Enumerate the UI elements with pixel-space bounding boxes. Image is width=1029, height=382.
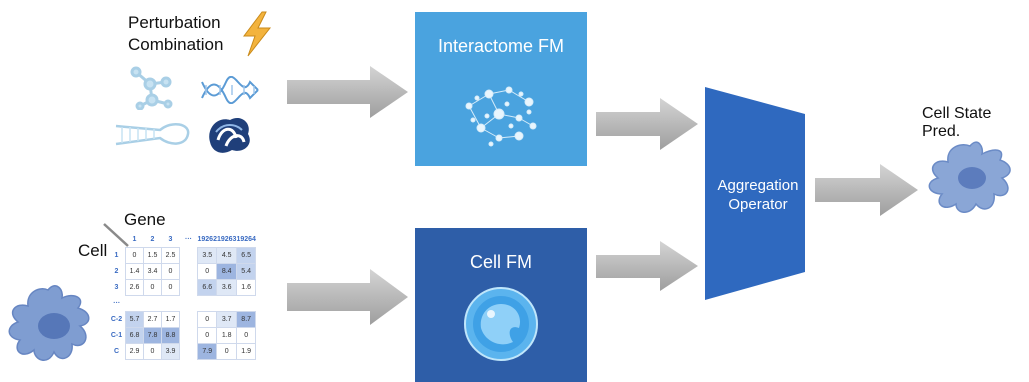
aggregation-operator-label: Aggregation Operator (717, 177, 799, 213)
matrix-cell (180, 264, 198, 280)
matrix-col-header: 19264 (236, 236, 256, 243)
matrix-col-header: 3 (168, 236, 173, 243)
matrix-cell: 2.6 (125, 279, 144, 296)
matrix-cell: 1.9 (235, 343, 257, 360)
matrix-row-label: ··· (113, 300, 121, 307)
matrix-cell: 6.8 (125, 327, 144, 344)
matrix-cell: 0 (216, 343, 237, 360)
matrix-cell: 2.9 (125, 343, 144, 360)
matrix-cell: 0 (196, 327, 218, 344)
matrix-cell: 7.9 (196, 343, 218, 360)
input-cell-icon (8, 285, 90, 361)
matrix-col-header (108, 232, 126, 248)
matrix-col-header: ··· (185, 236, 192, 244)
matrix-cell: 1.4 (125, 263, 144, 280)
cell-fm-icon (464, 287, 538, 361)
molecule-icon (130, 66, 173, 110)
interactome-fm-title: Interactome FM (437, 36, 565, 56)
arrow-perturbation-to-interactome (287, 66, 408, 118)
matrix-col-header: 19262 (197, 236, 217, 243)
matrix-cell (180, 312, 198, 328)
matrix-cell: 0 (235, 327, 257, 344)
matrix-cell: 0 (196, 263, 218, 280)
matrix-cell: 3.4 (143, 263, 162, 280)
matrix-cell (180, 344, 198, 360)
matrix-cell: 2.7 (143, 311, 162, 328)
interactome-fm-box: Interactome FM (415, 12, 587, 166)
matrix-cell (198, 296, 217, 312)
matrix-cell: 3.6 (216, 279, 237, 296)
matrix-cell: 5.4 (235, 263, 257, 280)
matrix-cell (236, 296, 255, 312)
matrix-corner-divider (103, 223, 129, 247)
matrix-cell: 2.5 (161, 247, 180, 264)
matrix-row-label: C-1 (110, 332, 123, 339)
cell-fm-title: Cell FM (470, 252, 532, 272)
matrix-cell: 1.6 (235, 279, 257, 296)
dna-icon (201, 76, 259, 104)
matrix-cell: 8.4 (216, 263, 237, 280)
matrix-col-header: 2 (150, 236, 155, 243)
output-cell-icon (928, 141, 1011, 213)
matrix-row-label: 3 (114, 284, 119, 291)
matrix-cell: 6.6 (196, 279, 218, 296)
matrix-cell (162, 296, 180, 312)
matrix-cell: 0 (161, 279, 180, 296)
matrix-cell (126, 296, 144, 312)
matrix-cell (180, 296, 198, 312)
matrix-cell: 0 (125, 247, 144, 264)
rna-hairpin-icon (115, 122, 190, 146)
protein-icon (209, 117, 250, 153)
matrix-cell (144, 296, 162, 312)
aggregation-operator-shape (705, 87, 805, 300)
matrix-cell: 0 (143, 343, 162, 360)
matrix-cell: 8.7 (235, 311, 257, 328)
arrow-interactome-to-aggregation (596, 98, 698, 150)
matrix-row-label: C (113, 348, 120, 355)
matrix-cell: 3.7 (216, 311, 237, 328)
matrix-row: ··· (108, 296, 256, 312)
matrix-cell: 3.5 (196, 247, 218, 264)
matrix-cell: 4.5 (216, 247, 237, 264)
matrix-cell: 8.8 (161, 327, 180, 344)
network-icon (465, 86, 537, 147)
matrix-row-label: 2 (114, 268, 119, 275)
matrix-gene-label: Gene (124, 210, 166, 229)
matrix-cell-label: Cell (78, 241, 108, 260)
matrix-cell: 7.8 (143, 327, 162, 344)
arrow-matrix-to-cellfm (287, 269, 408, 325)
matrix-row-label: C-2 (110, 316, 123, 323)
matrix-cell: 5.7 (125, 311, 144, 328)
lightning-icon (243, 11, 272, 57)
matrix-cell: 6.5 (235, 247, 257, 264)
cell-state-pred-label: Cell State Pred. (922, 105, 992, 140)
perturbation-label: Perturbation Combination (128, 13, 224, 54)
matrix-col-header: 1 (132, 236, 137, 243)
matrix-cell (217, 296, 236, 312)
matrix-row-label: 1 (114, 252, 119, 259)
matrix-cell: 0 (196, 311, 218, 328)
matrix-cell: 1.7 (161, 311, 180, 328)
matrix-cell: 0 (143, 279, 162, 296)
matrix-cell: 1.8 (216, 327, 237, 344)
matrix-cell: 0 (161, 263, 180, 280)
arrow-cellfm-to-aggregation (596, 241, 698, 291)
matrix-col-header: 19263 (216, 236, 237, 243)
cell-fm-box: Cell FM (415, 228, 587, 382)
matrix-cell (180, 328, 198, 344)
matrix-cell: 3.9 (161, 343, 180, 360)
matrix-cell: 1.5 (143, 247, 162, 264)
matrix-cell (180, 248, 198, 264)
matrix-cell (180, 280, 198, 296)
arrow-aggregation-to-output (815, 164, 918, 216)
